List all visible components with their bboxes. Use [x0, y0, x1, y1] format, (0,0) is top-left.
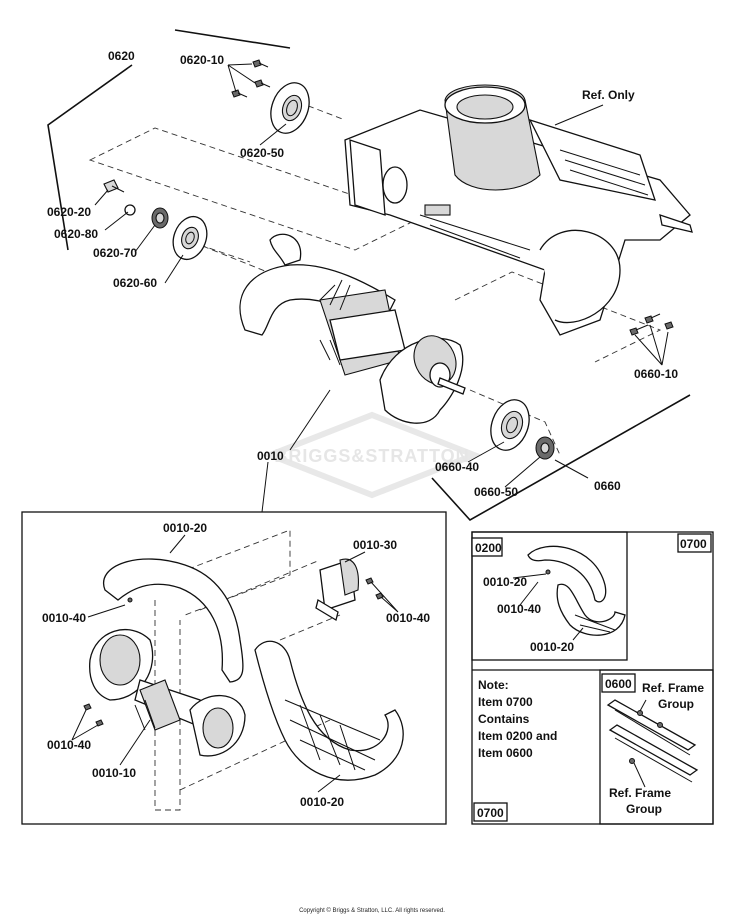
- label-0660-50: 0660-50: [474, 485, 518, 499]
- bolts-0660-10: [629, 313, 674, 336]
- flange-0620-50: [270, 82, 310, 134]
- bracket-0620: [47, 29, 291, 251]
- gearbox-bracket-0010-30: [315, 558, 359, 622]
- label-0010: 0010: [257, 449, 284, 463]
- label-0010-40-bottom: 0010-40: [47, 738, 91, 752]
- frame-rails-0600: [606, 699, 699, 783]
- label-0010-30: 0010-30: [353, 538, 397, 552]
- ref-frame-top-line1: Ref. Frame: [642, 681, 704, 695]
- tag-box-0700-top: [677, 533, 712, 553]
- bolts-0620-10: [231, 59, 271, 98]
- flange-0660-40: [490, 399, 530, 451]
- label-0010-10: 0010-10: [92, 766, 136, 780]
- label-0200-0010-20a: 0010-20: [483, 575, 527, 589]
- label-0660-10: 0660-10: [634, 367, 678, 381]
- label-0620-10: 0620-10: [180, 53, 224, 67]
- label-0660: 0660: [594, 479, 621, 493]
- box-0600: [599, 669, 714, 825]
- leader-lines: [71, 63, 669, 793]
- label-0010-40-right: 0010-40: [386, 611, 430, 625]
- ref-frame-bottom-line1: Ref. Frame: [609, 786, 671, 800]
- note-line-4: Item 0200 and: [478, 729, 557, 743]
- label-0620-70: 0620-70: [93, 246, 137, 260]
- label-0600: 0600: [605, 677, 632, 691]
- tag-box-0200: [471, 537, 503, 557]
- label-0660-40: 0660-40: [435, 460, 479, 474]
- label-0620-20: 0620-20: [47, 205, 91, 219]
- label-0620-60: 0620-60: [113, 276, 157, 290]
- label-0010-20-top: 0010-20: [163, 521, 207, 535]
- tag-box-0700-bottom: [473, 802, 508, 822]
- ref-frame-top-line2: Group: [658, 697, 694, 711]
- bearing-0660-50: [535, 436, 555, 460]
- bearing-parts-left: [103, 179, 208, 261]
- label-0200-0010-20b: 0010-20: [530, 640, 574, 654]
- note-line-2: Item 0700: [478, 695, 533, 709]
- note-line-1: Note:: [478, 678, 509, 692]
- note-line-3: Contains: [478, 712, 530, 726]
- label-0200-0010-40: 0010-40: [497, 602, 541, 616]
- detail-box-0010: [21, 511, 447, 825]
- label-0620-50: 0620-50: [240, 146, 284, 160]
- label-0700-top: 0700: [680, 537, 707, 551]
- bracket-0660: [431, 394, 691, 522]
- note-line-5: Item 0600: [478, 746, 533, 760]
- auger-blade-bottom: [254, 640, 404, 781]
- watermark-text: BRIGGS&STRATTON: [274, 446, 469, 466]
- ref-frame-bottom-line2: Group: [626, 802, 662, 816]
- label-0200: 0200: [475, 541, 502, 555]
- blade-pair-0200: [527, 545, 626, 636]
- bolts-0010-40-bottom: [83, 703, 104, 727]
- label-0010-40-left: 0010-40: [42, 611, 86, 625]
- auger-housing-drawing: [344, 84, 693, 336]
- auger-assembly-drawing: [239, 233, 466, 424]
- label-0620: 0620: [108, 49, 135, 63]
- auger-blade-top: [102, 558, 244, 683]
- label-ref-only: Ref. Only: [582, 88, 635, 102]
- label-0700-bottom: 0700: [477, 806, 504, 820]
- label-0620-80: 0620-80: [54, 227, 98, 241]
- leader-0010: [261, 461, 269, 513]
- label-0010-20-bottom: 0010-20: [300, 795, 344, 809]
- gear-assembly-left: [89, 629, 246, 757]
- bolts-0010-40-right: [365, 577, 384, 600]
- tag-box-0600: [601, 673, 636, 693]
- brand-watermark: BRIGGS&STRATTON: [261, 411, 483, 499]
- copyright-text: Copyright © Briggs & Stratton, LLC. All …: [299, 907, 445, 914]
